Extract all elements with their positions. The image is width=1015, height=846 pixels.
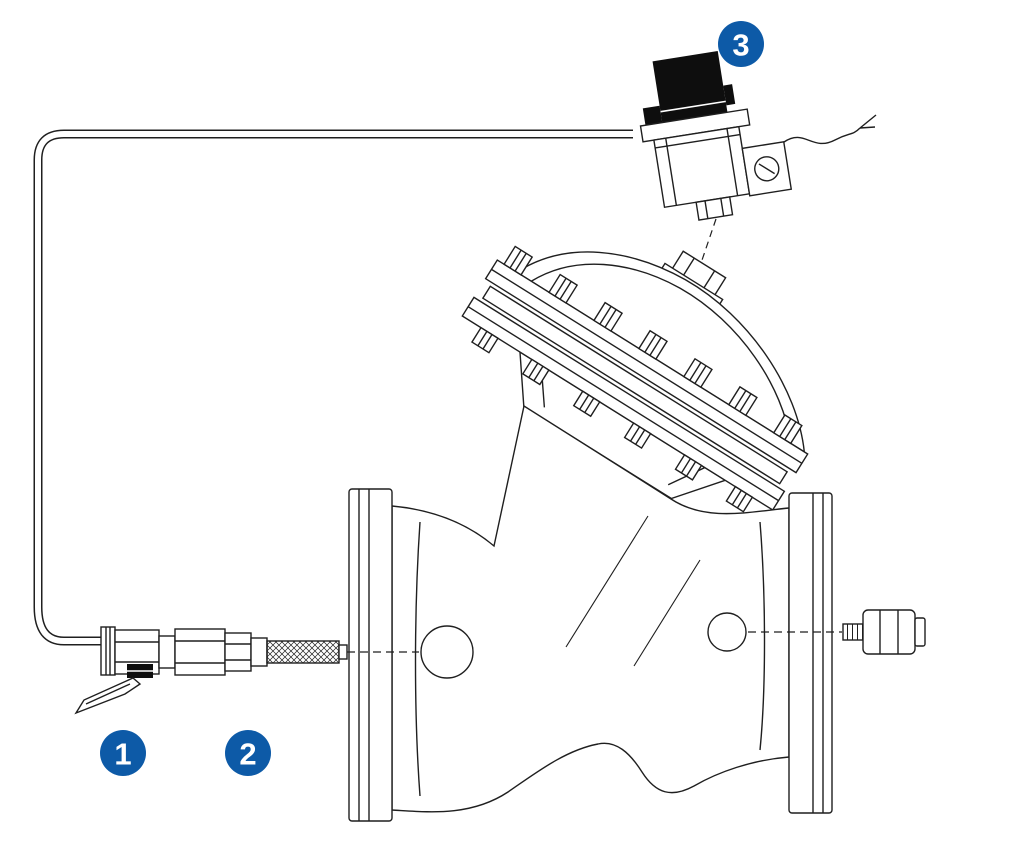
control-tubing bbox=[33, 129, 633, 646]
ball-valve bbox=[74, 626, 176, 715]
callout-3-label: 3 bbox=[732, 28, 749, 63]
solenoid-coil-tab bbox=[642, 105, 663, 127]
ball-valve-handle bbox=[74, 677, 142, 715]
callout-1: 1 bbox=[100, 730, 146, 776]
braided-hose bbox=[266, 640, 340, 664]
diaphragm-actuator bbox=[461, 245, 809, 513]
solenoid-wire bbox=[783, 114, 877, 145]
callout-3: 3 bbox=[718, 21, 764, 67]
callout-2-label: 2 bbox=[239, 737, 256, 772]
wire-end-icon bbox=[859, 114, 877, 129]
compression-fitting bbox=[174, 628, 348, 676]
diaphragm-edge bbox=[481, 285, 789, 485]
flange-bolts-top bbox=[503, 245, 803, 445]
callout-3-circle bbox=[718, 21, 764, 67]
left-port-circle bbox=[420, 625, 474, 679]
callout-1-circle bbox=[100, 730, 146, 776]
flange-bolts-bottom bbox=[471, 326, 754, 513]
callout-2-circle bbox=[225, 730, 271, 776]
callout-2: 2 bbox=[225, 730, 271, 776]
solenoid-connector bbox=[741, 140, 793, 197]
right-flange bbox=[788, 492, 833, 814]
plug-threads bbox=[842, 623, 864, 641]
solenoid-coil-notch bbox=[723, 84, 736, 106]
right-port-circle bbox=[707, 612, 747, 652]
solenoid-axis-dashed-line bbox=[699, 218, 717, 267]
solenoid-valve bbox=[639, 51, 793, 221]
callout-1-label: 1 bbox=[114, 737, 131, 772]
left-flange bbox=[348, 488, 393, 822]
hex-plug bbox=[842, 609, 926, 655]
valve-body bbox=[348, 404, 833, 822]
